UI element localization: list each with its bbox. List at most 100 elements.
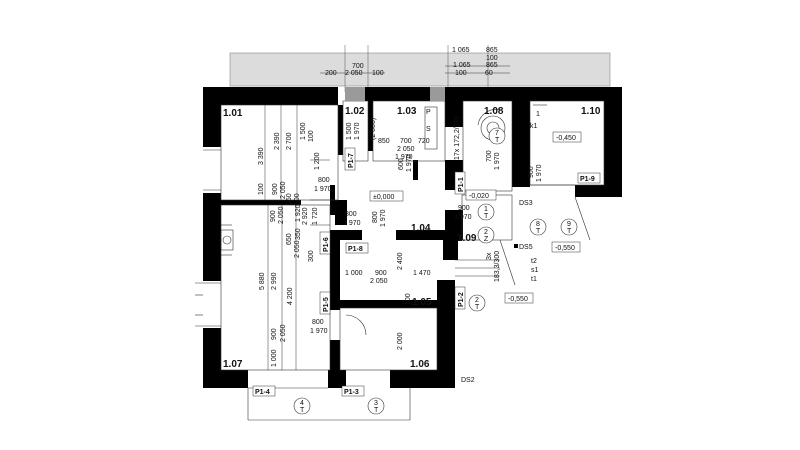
circle-4-num: 4 <box>300 400 304 407</box>
elev-box-zero <box>369 190 404 202</box>
dim-2050d: 2 050 <box>280 324 287 342</box>
dim-2390: 2 390 <box>274 132 281 150</box>
dim-1720: 1 720 <box>312 207 319 225</box>
dim-1970e: 1 970 <box>406 154 413 172</box>
circle-2b-lbl: T <box>475 304 480 311</box>
dim-1970i: 1 970 <box>536 164 543 182</box>
dim-h1970d: 1 970 <box>395 154 413 161</box>
dim-1000a: 1 000 <box>271 349 278 367</box>
circle-1-lbl: T <box>484 213 489 220</box>
door-p1-3: P1-3 <box>344 389 359 396</box>
room-1-04: 1.04 <box>411 223 431 234</box>
door-box-p15 <box>319 291 331 315</box>
dim-tr-1065a: 1 065 <box>452 47 470 54</box>
room-1-02: 1.02 <box>345 106 365 117</box>
room-1-07: 1.07 <box>223 359 243 370</box>
door-p1-9: P1-9 <box>580 176 595 183</box>
door-box-p18 <box>345 242 369 254</box>
door-box-p12 <box>454 286 466 310</box>
dim-h1970b: 1 970 <box>343 220 361 227</box>
dim-h2050b: 2 050 <box>370 278 388 285</box>
door-box-p16 <box>319 231 331 255</box>
marker-1: 1 <box>536 111 540 118</box>
elev-m550a: -0,550 <box>555 245 575 252</box>
room-1-10: 1.10 <box>581 106 601 117</box>
dim-700: 700 <box>486 150 493 162</box>
marker-ds3: DS3 <box>519 200 533 207</box>
dim-900d: 900 <box>528 166 535 178</box>
dim-900c: 900 <box>271 328 278 340</box>
dim-top-2050: 2 050 <box>345 70 363 77</box>
elev-m450: -0,450 <box>556 135 576 142</box>
dim-h850: 850 <box>378 138 390 145</box>
dim-stair3: 183,3/300 <box>494 251 501 282</box>
elev-m550b: -0,550 <box>508 296 528 303</box>
room-1-09: 1.09 <box>457 233 477 244</box>
room-1-03: 1.03 <box>397 106 417 117</box>
dim-2050c: 2 050 <box>294 240 301 258</box>
circle-8-lbl: T <box>536 228 541 235</box>
door-p1-4: P1-4 <box>255 389 270 396</box>
circle-3-lbl: T <box>374 407 379 414</box>
elev-box-m550a <box>551 241 581 253</box>
elev-box-m020 <box>465 189 497 201</box>
dim-1970d: 1 970 <box>354 122 361 140</box>
dim-2000a: (2 000) <box>370 118 377 140</box>
dim-top-200: 200 <box>325 70 337 77</box>
dim-tr-100a: 100 <box>486 55 498 62</box>
dim-600: 600 <box>398 158 405 170</box>
section-circles <box>293 127 578 415</box>
dim-900a: 900 <box>272 183 279 195</box>
dim-100a: 100 <box>308 130 315 142</box>
dim-h1970h: 1 970 <box>454 214 472 221</box>
vertical-dims: 3 390 2 390 2 700 1 500 100 1 200 900 2 … <box>258 116 543 367</box>
circle-3-num: 3 <box>374 400 378 407</box>
room-1-05: 1.05 <box>412 297 432 308</box>
dim-2050a: 2 050 <box>280 181 287 199</box>
dim-h720: 720 <box>418 138 430 145</box>
dim-tr-865b: 865 <box>486 62 498 69</box>
dim-300: 300 <box>308 250 315 262</box>
circle-9-lbl: T <box>567 228 572 235</box>
terrace-strip <box>229 52 611 87</box>
dim-lines <box>264 105 330 370</box>
dim-tr-60: 60 <box>485 70 493 77</box>
dim-stair2: 3x <box>486 252 493 260</box>
elev-m020: -0,020 <box>469 193 489 200</box>
marker-s1: s1 <box>531 267 539 274</box>
dim-1970f: 1 970 <box>380 209 387 227</box>
dim-h800a: 800 <box>318 177 330 184</box>
door-p1-1: P1-1 <box>458 177 465 192</box>
dim-2000b: 2 000 <box>397 332 404 350</box>
dim-2920: 2 920 <box>302 207 309 225</box>
circle-4-lbl: T <box>300 407 305 414</box>
dim-tr-1065b: 1 065 <box>453 62 471 69</box>
dim-350a: 350 <box>286 193 293 205</box>
dim-5880: 5 880 <box>259 272 266 290</box>
dim-2990: 2 990 <box>271 272 278 290</box>
horizontal-dims: 800 1 970 800 1 970 800 1 970 850 700 72… <box>310 138 472 335</box>
dim-top-700: 700 <box>352 63 364 70</box>
circle-2b-num: 2 <box>475 297 479 304</box>
marker-k1: k1 <box>530 123 538 130</box>
room-1-01: 1.01 <box>223 108 243 119</box>
dim-1500b: 1 500 <box>346 122 353 140</box>
circle-7-num: 7 <box>495 130 499 137</box>
dim-tr-865: 865 <box>486 47 498 54</box>
circle-8-num: 8 <box>536 221 540 228</box>
circle-2-num: 2 <box>484 229 488 236</box>
dim-800: 800 <box>372 211 379 223</box>
dim-1200: 1 200 <box>314 152 321 170</box>
dim-1970g: 1 970 <box>494 152 501 170</box>
dim-h800b: 800 <box>345 211 357 218</box>
elev-box-m550b <box>504 292 534 304</box>
dim-2700: 2 700 <box>286 132 293 150</box>
dim-2400: 2 400 <box>397 252 404 270</box>
circle-7-lbl: T <box>495 137 500 144</box>
circle-9-num: 9 <box>567 221 571 228</box>
dim-h900a: 900 <box>458 205 470 212</box>
door-p1-5: P1-5 <box>323 297 330 312</box>
dim-1920: 1 920 <box>295 204 302 222</box>
door-p1-2: P1-2 <box>458 292 465 307</box>
